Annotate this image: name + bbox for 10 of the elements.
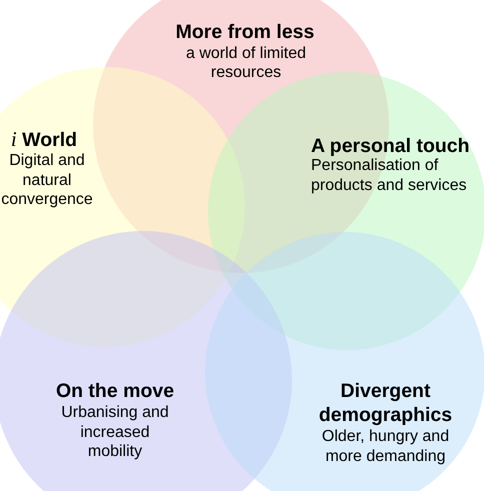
theme-description: Digital and natural convergence <box>0 151 94 210</box>
theme-title: Divergent demographics <box>318 379 453 427</box>
theme-description: a world of limited resources <box>185 44 307 82</box>
theme-description: Older, hungry and more demanding <box>321 427 450 466</box>
theme-description: Personalisation of products and services <box>311 156 468 195</box>
theme-description: Urbanising and increased mobility <box>60 403 170 462</box>
theme-title: On the move <box>55 380 175 402</box>
theme-title: More from less <box>175 20 315 44</box>
theme-title: i World <box>10 128 78 152</box>
theme-title: A personal touch <box>311 134 471 158</box>
